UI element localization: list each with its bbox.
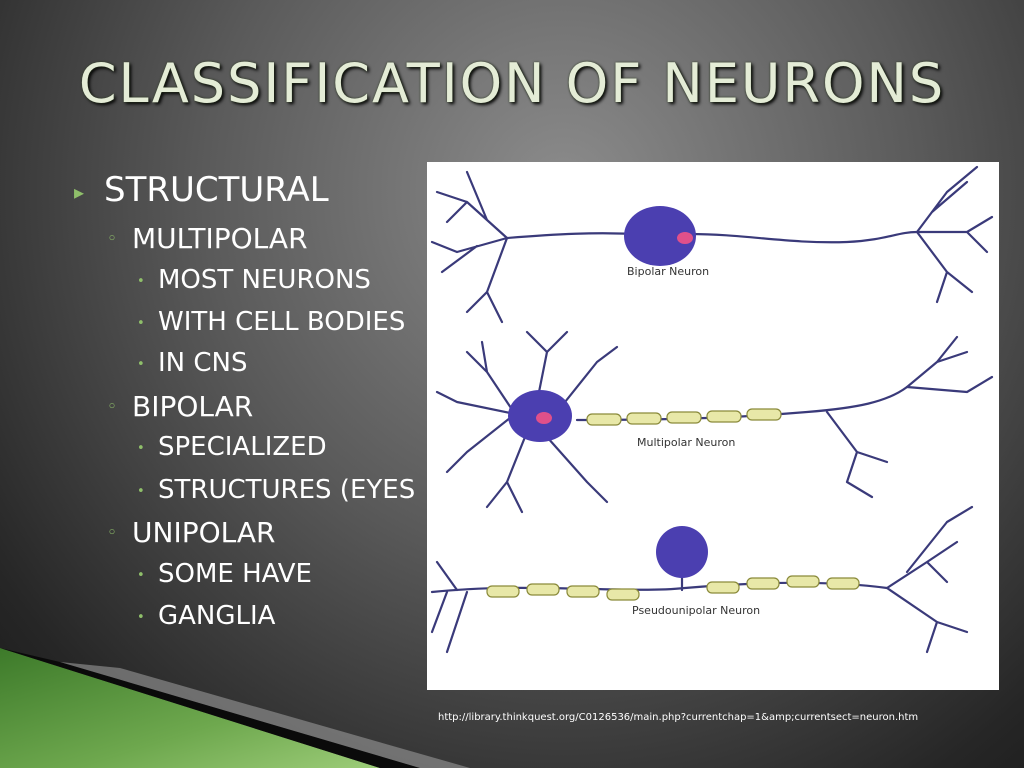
label-pseudounipolar: Pseudounipolar Neuron [632, 604, 760, 617]
bullet-most-neurons: MOST NEURONS [158, 265, 371, 295]
dot-bullet-icon: • [137, 484, 145, 499]
dot-bullet-icon: • [137, 274, 145, 289]
circle-bullet-icon: ◦ [107, 229, 118, 249]
bullet-multipolar: MULTIPOLAR [132, 222, 308, 255]
dot-bullet-icon: • [137, 357, 145, 372]
bullet-ganglia: GANGLIA [158, 601, 276, 631]
dot-bullet-icon: • [137, 568, 145, 583]
circle-bullet-icon: ◦ [107, 397, 118, 417]
dot-bullet-icon: • [137, 316, 145, 331]
dot-bullet-icon: • [137, 610, 145, 625]
label-multipolar: Multipolar Neuron [637, 436, 735, 449]
label-bipolar: Bipolar Neuron [627, 265, 709, 278]
bullet-structures: STRUCTURES (EYES [158, 475, 416, 505]
bullet-some-have: SOME HAVE [158, 559, 312, 589]
triangle-bullet-icon: ▸ [74, 180, 85, 204]
bullet-specialized: SPECIALIZED [158, 432, 327, 462]
neuron-diagram: Bipolar Neuron Multipolar Neuron Pseudou… [430, 165, 994, 654]
circle-bullet-icon: ◦ [107, 523, 118, 543]
bullet-with-cell-bodies: WITH CELL BODIES [158, 307, 406, 337]
neuron-diagram-image: Bipolar Neuron Multipolar Neuron Pseudou… [427, 162, 999, 690]
bullet-structural: STRUCTURAL [104, 170, 329, 210]
slide-title: CLASSIFICATION OF NEURONS [78, 52, 946, 115]
bullet-in-cns: IN CNS [158, 348, 248, 378]
bullet-unipolar: UNIPOLAR [132, 516, 276, 549]
source-url[interactable]: http://library.thinkquest.org/C0126536/m… [438, 712, 919, 723]
bullet-bipolar: BIPOLAR [132, 390, 254, 423]
dot-bullet-icon: • [137, 441, 145, 456]
